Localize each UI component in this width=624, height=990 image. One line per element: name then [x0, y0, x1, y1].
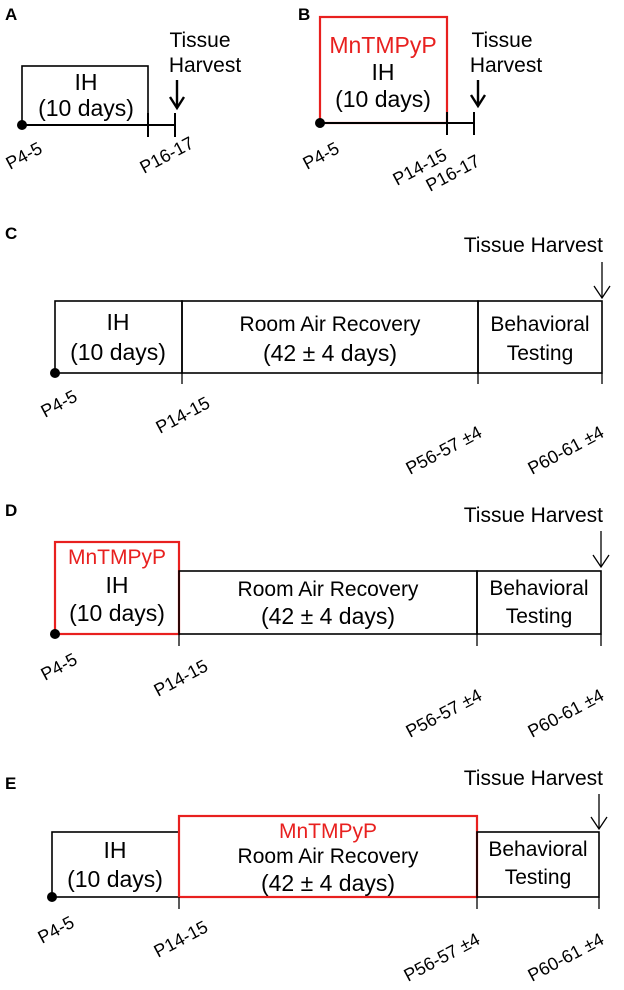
panel-b-tick-label-start: P4-5	[299, 138, 342, 174]
panel-c-recovery-label: Room Air Recovery	[240, 313, 421, 336]
panel-e-ih-label: IH	[104, 837, 127, 863]
panel-c-behavior-line2: Testing	[507, 342, 574, 365]
panel-d: D Tissue Harvest MnTMPyP IH (10 days) Ro…	[5, 501, 610, 742]
panel-e-letter: E	[5, 774, 16, 793]
panel-d-tick-label-2: P14-15	[150, 656, 211, 701]
panel-a-harvest-line1: Tissue	[169, 29, 230, 52]
panel-c-ih-label: IH	[107, 309, 130, 335]
panel-c-harvest-arrow	[593, 262, 611, 300]
panel-e-start-dot	[47, 892, 57, 902]
panel-d-behavior-line2: Testing	[506, 605, 573, 628]
panel-e: E Tissue Harvest IH (10 days) MnTMPyP Ro…	[5, 767, 608, 986]
panel-b-harvest-line1: Tissue	[471, 29, 532, 52]
panel-d-ih-duration: (10 days)	[69, 600, 165, 626]
panel-b: B MnTMPyP IH (10 days) Tissue Harvest P4…	[298, 5, 542, 196]
panel-d-harvest-arrow	[592, 531, 610, 569]
panel-e-behavior-line2: Testing	[505, 866, 572, 889]
panel-d-ih-label: IH	[106, 572, 129, 598]
panel-c-start-dot	[50, 368, 60, 378]
panel-b-start-dot	[315, 118, 325, 128]
panel-d-behavior-box	[476, 570, 602, 635]
panel-e-drug-label: MnTMPyP	[279, 820, 377, 843]
panel-c-tick-label-1: P4-5	[37, 386, 80, 422]
panel-e-behavior-line1: Behavioral	[488, 838, 587, 861]
panel-b-harvest-line2: Harvest	[470, 54, 543, 77]
panel-a-tick-label-end: P16-17	[136, 133, 197, 178]
panel-b-letter: B	[298, 5, 310, 24]
panel-a-ih-duration: (10 days)	[38, 95, 134, 121]
panel-a: A IH (10 days) Tissue Harvest P4-5 P16-1…	[2, 5, 241, 178]
panel-e-ih-duration: (10 days)	[67, 866, 163, 892]
panel-c-tick-label-2: P14-15	[152, 393, 213, 438]
panel-c-letter: C	[5, 224, 17, 243]
panel-c-harvest-label: Tissue Harvest	[464, 234, 603, 257]
panel-e-tick-label-1: P4-5	[34, 912, 77, 948]
panel-b-ih-duration: (10 days)	[335, 86, 431, 112]
panel-a-start-dot	[17, 120, 27, 130]
panel-a-harvest-line2: Harvest	[169, 54, 242, 77]
panel-e-harvest-label: Tissue Harvest	[464, 767, 603, 790]
panel-d-recovery-duration: (42 ± 4 days)	[261, 603, 395, 629]
panel-e-harvest-arrow	[590, 794, 608, 831]
panel-e-tick-label-3: P56-57 ±4	[400, 929, 483, 986]
panel-c-behavior-box	[477, 300, 603, 374]
panel-c-recovery-duration: (42 ± 4 days)	[263, 340, 397, 366]
panel-d-start-dot	[50, 629, 60, 639]
panel-d-tick-label-1: P4-5	[37, 649, 80, 685]
panel-c: C Tissue Harvest IH (10 days) Room Air R…	[5, 224, 611, 479]
panel-e-tick-label-2: P14-15	[150, 917, 211, 962]
panel-c-tick-label-3: P56-57 ±4	[402, 422, 485, 479]
panel-a-tick-label-start: P4-5	[2, 138, 45, 174]
panel-e-tick-label-4: P60-61 ±4	[524, 929, 607, 986]
panel-d-harvest-label: Tissue Harvest	[464, 504, 603, 527]
panel-a-letter: A	[5, 5, 17, 24]
panel-c-ih-duration: (10 days)	[70, 339, 166, 365]
panel-b-ih-label: IH	[372, 59, 395, 85]
panel-e-recovery-duration: (42 ± 4 days)	[261, 870, 395, 896]
panel-d-letter: D	[5, 501, 17, 520]
panel-d-tick-label-4: P60-61 ±4	[524, 685, 607, 742]
panel-b-drug-label: MnTMPyP	[329, 32, 436, 58]
panel-d-recovery-label: Room Air Recovery	[238, 578, 419, 601]
panel-d-drug-label: MnTMPyP	[68, 546, 166, 569]
panel-c-behavior-line1: Behavioral	[490, 313, 589, 336]
panel-d-behavior-line1: Behavioral	[489, 577, 588, 600]
panel-a-ih-label: IH	[75, 69, 98, 95]
panel-e-recovery-label: Room Air Recovery	[238, 845, 419, 868]
panel-d-tick-label-3: P56-57 ±4	[402, 685, 485, 742]
panel-c-tick-label-4: P60-61 ±4	[524, 422, 607, 479]
panel-b-harvest-arrow	[469, 80, 487, 109]
panel-a-harvest-arrow	[168, 80, 186, 111]
panel-e-behavior-box	[476, 831, 600, 898]
